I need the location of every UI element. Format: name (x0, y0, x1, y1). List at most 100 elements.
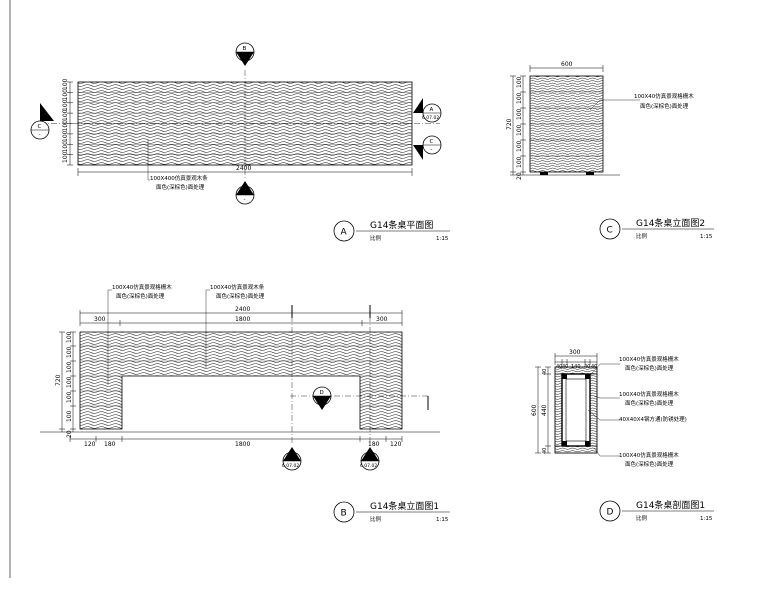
marker-plan-right-c-sub: - (431, 147, 433, 153)
section-note2-line2: 面色(深棕色)面处理 (625, 399, 674, 407)
section-note2-line1: 100X40仿真景观格栅木 (619, 390, 679, 398)
section-sub-dim-3: 140 (571, 364, 581, 370)
front-note-left-1: 100X40仿真景观格栅木 (112, 283, 172, 291)
plan-note-line2: 面色(深棕色)面处理 (156, 183, 205, 191)
plan-left-dim-3: 100 (62, 99, 69, 111)
title-block-plan: A G14条桌平面图 比例 1:15 (333, 219, 450, 242)
plan-view: 100 100 100 100 100 100 100 100 2400 100… (40, 70, 440, 191)
front-top-dim-3: 300 (376, 316, 388, 323)
marker-plan-right-c-letter: C (430, 139, 434, 145)
front-left-dim-2: 100 (66, 346, 73, 358)
section-view: 300 40 40 140 40 40 40 440 40 600 100X40… (531, 349, 687, 468)
marker-plan-right-a-sub: 6.07.02 (422, 115, 439, 121)
plan-left-dim-2: 100 (62, 89, 69, 101)
front-top-dim-1: 300 (94, 316, 106, 323)
marker-front-b-sub: 6.07.02 (282, 463, 299, 469)
marker-plan-right-c: C - (413, 135, 442, 160)
title-front-text: G14条桌立面图1 (370, 500, 439, 512)
side-left-dim-6: 100 (516, 156, 523, 168)
front-left-dim-6: 100 (66, 410, 73, 422)
title-front-scale: 1:15 (436, 517, 449, 523)
marker-plan-right-a-letter: A (430, 107, 434, 113)
side-top-width: 600 (561, 61, 573, 68)
plan-left-dim-8: 100 (62, 151, 69, 163)
plan-left-dim-7: 100 (62, 141, 69, 153)
section-overall-height: 600 (531, 404, 538, 416)
title-plan-scale-label: 比例 (370, 234, 382, 242)
marker-plan-left: C - (30, 103, 54, 140)
section-sub-dim-1: 40 (556, 364, 562, 370)
plan-total-width: 2400 (236, 165, 251, 172)
marker-plan-top: B - (235, 42, 255, 66)
plan-left-dim-6: 100 (62, 130, 69, 142)
section-left-dim-3: 40 (542, 448, 548, 454)
front-bottom-dim-1: 120 (84, 441, 96, 448)
title-plan-text: G14条桌平面图 (370, 219, 433, 231)
title-front-badge: B (341, 509, 347, 519)
section-note1-line2: 面色(深棕色)面处理 (625, 364, 674, 372)
marker-plan-top-letter: B (243, 46, 247, 52)
section-sub-dim-5: 40 (591, 364, 597, 370)
title-plan-badge: A (341, 228, 348, 238)
section-sub-dim-4: 40 (584, 364, 590, 370)
marker-front-d-letter: D (320, 390, 324, 396)
marker-plan-bottom-letter: B (243, 189, 247, 195)
side-elevation-view: 600 100 100 100 100 100 100 720 20 100X4… (506, 61, 694, 180)
section-left-dim-2: 440 (541, 404, 548, 416)
section-note1-line1: 100X40仿真景观格栅木 (619, 355, 679, 363)
side-note-line2: 面色(深棕色)面处理 (640, 102, 689, 110)
front-elevation-body (79, 331, 403, 430)
marker-front-b: B 6.07.02 (282, 447, 302, 471)
front-bottom-dim-3: 1800 (235, 441, 250, 448)
front-top-dim-2: 1800 (235, 316, 250, 323)
marker-plan-bottom: B - (235, 181, 255, 205)
title-side-scale: 1:15 (700, 234, 713, 240)
marker-front-c-sub: 6.07.02 (360, 463, 377, 469)
side-left-dim-2: 100 (516, 92, 523, 104)
front-left-dim-1: 100 (66, 331, 73, 343)
plan-left-dim-4: 100 (62, 109, 69, 121)
front-overall-height: 720 (55, 374, 62, 386)
title-side-text: G14条桌立面图2 (636, 217, 705, 229)
marker-plan-left-sub: - (39, 132, 41, 138)
marker-front-d: D - (312, 386, 332, 410)
title-block-section: D G14条桌剖面图1 比例 1:15 (599, 499, 714, 522)
side-left-dim-4: 100 (516, 124, 523, 136)
front-bottom-dim-4: 180 (368, 441, 380, 448)
front-total-width: 2400 (235, 306, 250, 313)
front-note-right-2: 面色(深棕色)面处理 (216, 292, 265, 300)
front-left-dim-4: 100 (66, 376, 73, 388)
section-sub-dim-2: 40 (562, 364, 568, 370)
front-left-dim-3: 100 (66, 361, 73, 373)
title-front-scale-label: 比例 (370, 515, 382, 523)
title-section-scale-label: 比例 (636, 514, 648, 522)
marker-plan-left-letter: C (38, 124, 42, 130)
front-bottom-dim-2: 180 (104, 441, 116, 448)
title-section-text: G14条桌剖面图1 (636, 499, 705, 511)
plan-left-dim-5: 100 (62, 120, 69, 132)
marker-plan-bottom-sub: - (244, 197, 246, 203)
front-left-dim-5: 100 (66, 391, 73, 403)
side-left-dim-5: 100 (516, 140, 523, 152)
side-note-line1: 100X40仿真景观格栅木 (634, 92, 694, 100)
marker-front-b-letter: B (290, 455, 294, 461)
plan-note-line1: 100X400仿真景观木条 (150, 174, 208, 182)
section-note3: 40X40X4钢方通(防锈处理) (619, 415, 687, 423)
section-note4-line1: 100X40仿真景观格栅木 (619, 451, 679, 459)
side-left-dim-3: 100 (516, 108, 523, 120)
front-bottom-dim-5: 120 (390, 441, 402, 448)
side-overall-height: 720 (506, 118, 513, 130)
title-side-scale-label: 比例 (636, 232, 648, 240)
section-left-dim-1: 40 (542, 369, 548, 375)
side-bottom-dim: 20 (516, 172, 523, 180)
front-note-left-2: 面色(深棕色)面处理 (116, 292, 165, 300)
section-note4-line2: 面色(深棕色)面处理 (625, 460, 674, 468)
title-block-side: C G14条桌立面图2 比例 1:15 (599, 217, 714, 240)
marker-front-c: C 6.07.02 (360, 447, 380, 471)
side-left-dim-1: 100 (516, 76, 523, 88)
marker-plan-right-a: A 6.07.02 (413, 98, 442, 123)
section-top-width: 300 (569, 349, 581, 356)
marker-front-c-letter: C (368, 455, 372, 461)
marker-plan-top-sub: - (244, 54, 246, 60)
